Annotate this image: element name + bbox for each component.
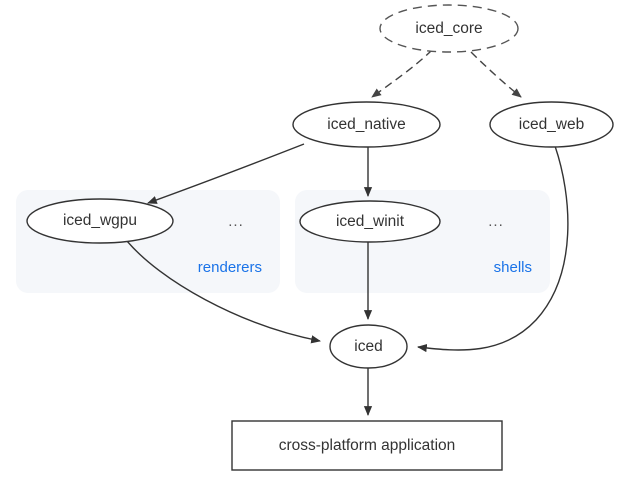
node-iced_winit-shape bbox=[299, 200, 441, 243]
node-iced_native-shape bbox=[292, 101, 441, 148]
node-iced_winit-label: iced_winit bbox=[336, 213, 405, 230]
cluster-renderers-label: renderers bbox=[198, 259, 262, 276]
node-cross-platform-application-label: cross-platform application bbox=[279, 437, 456, 454]
cluster-shells-label: shells bbox=[494, 259, 532, 276]
edge-iced_wgpu-to-iced bbox=[126, 240, 321, 344]
node-iced_web-label: iced_web bbox=[519, 116, 585, 133]
node-iced_native[interactable]: iced_native bbox=[292, 101, 441, 148]
edge-iced_native-to-iced_wgpu bbox=[147, 143, 305, 204]
node-iced_web-shape bbox=[489, 101, 614, 148]
node-iced_native-label: iced_native bbox=[327, 116, 405, 133]
edge-iced_core-to-iced_native bbox=[371, 49, 433, 98]
node-iced_winit[interactable]: iced_winit bbox=[299, 200, 441, 243]
node-iced[interactable]: iced bbox=[329, 324, 408, 369]
node-iced_wgpu-shape bbox=[26, 198, 174, 244]
edge-iced_core-to-iced_web bbox=[470, 51, 522, 98]
node-iced-shape bbox=[329, 324, 408, 369]
node-iced_wgpu-label: iced_wgpu bbox=[63, 212, 137, 229]
cluster-shells-ellipsis: ... bbox=[488, 213, 504, 230]
cluster-renderers-ellipsis: ... bbox=[228, 213, 244, 230]
node-iced_core-shape bbox=[379, 4, 519, 53]
node-iced_core[interactable]: iced_core bbox=[379, 4, 519, 53]
node-cross-platform-application[interactable]: cross-platform application bbox=[231, 420, 503, 471]
node-iced_core-label: iced_core bbox=[415, 20, 482, 37]
node-iced-label: iced bbox=[354, 338, 382, 355]
node-iced_wgpu[interactable]: iced_wgpu bbox=[26, 198, 174, 244]
node-iced_web[interactable]: iced_web bbox=[489, 101, 614, 148]
node-cross-platform-application-shape bbox=[231, 420, 503, 471]
edge-iced_web-to-iced bbox=[417, 145, 569, 353]
